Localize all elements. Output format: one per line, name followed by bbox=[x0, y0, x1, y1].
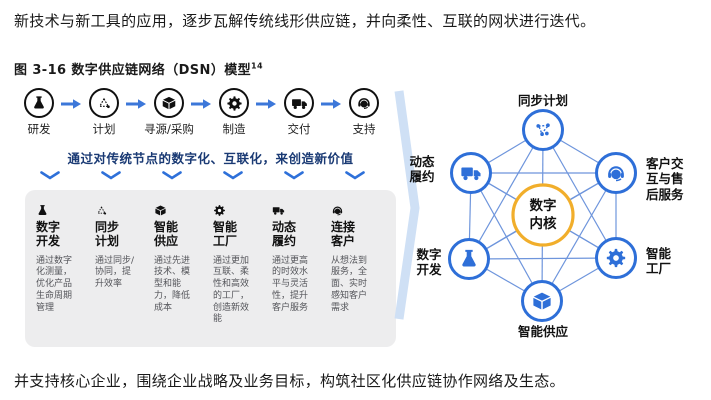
chevron-down-icon bbox=[284, 171, 304, 180]
capability-title: 智能 工厂 bbox=[213, 220, 238, 249]
chain-label: 交付 bbox=[287, 122, 311, 136]
figure-footnote-ref: 14 bbox=[251, 61, 263, 71]
chain-node-rnd bbox=[24, 88, 54, 118]
capability-sync-plan: 同步 计划 通过同步/协同，提升效率 bbox=[95, 202, 154, 339]
chain-headline: 通过对传统节点的数字化、互联化，来创造新价值 bbox=[67, 151, 354, 166]
network-label-smart-factory: 智能 工厂 bbox=[646, 246, 672, 277]
right-arrow-icon bbox=[126, 99, 146, 109]
footer-text: 并支持核心企业，围绕企业战略及业务目标，构筑社区化供应链协作网络及生态。 bbox=[14, 372, 565, 390]
right-arrow-icon bbox=[61, 99, 81, 109]
capability-desc: 通过同步/协同，提升效率 bbox=[95, 255, 135, 290]
capability-dynamic-fulfillment: 动态 履约 通过更高的时效水平与灵活性，提升客户服务 bbox=[272, 202, 331, 339]
capability-desc: 通过更加互联、柔性和高效的工厂，创造新效能 bbox=[213, 255, 250, 325]
chain-label: 寻源/采购 bbox=[144, 122, 194, 136]
network-label-dynamic-fulfillment: 动态 履约 bbox=[409, 154, 435, 185]
capability-smart-factory: 智能 工厂 通过更加互联、柔性和高效的工厂，创造新效能 bbox=[213, 202, 272, 339]
capability-smart-supply: 智能 供应 通过先进技术、模型和能力，降低成本 bbox=[154, 202, 213, 339]
gear-icon bbox=[607, 249, 625, 267]
chevron-down-icon bbox=[345, 171, 365, 180]
flask-icon bbox=[31, 95, 47, 111]
capability-title: 智能 供应 bbox=[154, 220, 179, 249]
network-core-label: 数字 内核 bbox=[529, 198, 557, 232]
intro-text: 新技术与新工具的应用，逐步瓦解传统线形供应链，并向柔性、互联的网状进行迭代。 bbox=[14, 12, 596, 30]
plan-icon bbox=[96, 95, 112, 111]
capability-title: 数字 开发 bbox=[36, 220, 61, 249]
figure-title: 数字供应链网络（DSN）模型 bbox=[66, 63, 252, 78]
network-graph bbox=[448, 109, 637, 322]
transition-arrow-icon bbox=[394, 90, 420, 320]
network-label-digital-dev: 数字 开发 bbox=[416, 247, 442, 278]
network-node-sync-plan bbox=[522, 109, 564, 151]
chain-label: 计划 bbox=[92, 122, 116, 136]
right-arrow-icon bbox=[256, 99, 276, 109]
right-arrow-icon bbox=[191, 99, 211, 109]
capability-digital-dev: 数字 开发 通过数字化测量，优化产品生命周期管理 bbox=[36, 202, 95, 339]
capability-desc: 通过数字化测量，优化产品生命周期管理 bbox=[36, 255, 73, 313]
network-label-sync-plan: 同步计划 bbox=[517, 93, 568, 108]
chain-node-delivery bbox=[284, 88, 314, 118]
figure-number: 图 3-16 bbox=[14, 63, 67, 78]
headset-icon bbox=[356, 95, 372, 111]
capability-desc: 通过先进技术、模型和能力，降低成本 bbox=[154, 255, 191, 313]
capabilities-panel: 数字 开发 通过数字化测量，优化产品生命周期管理 同步 计划 通过同步/协同，提… bbox=[25, 190, 396, 347]
plan-icon bbox=[95, 204, 108, 217]
chevron-down-icon bbox=[223, 171, 243, 180]
chevron-down-icon bbox=[101, 171, 121, 180]
chain-node-manufacturing bbox=[219, 88, 249, 118]
chain-node-plan bbox=[89, 88, 119, 118]
capability-title: 动态 履约 bbox=[272, 220, 297, 249]
chain-label: 制造 bbox=[222, 122, 246, 136]
capability-title: 连接 客户 bbox=[331, 220, 356, 249]
capability-desc: 通过更高的时效水平与灵活性，提升客户服务 bbox=[272, 255, 309, 313]
chain-label: 研发 bbox=[27, 122, 51, 136]
package-icon bbox=[161, 95, 177, 111]
truck-icon bbox=[291, 95, 308, 112]
network-core-circle bbox=[511, 183, 575, 247]
network-label-customer-service: 客户交 互与售 后服务 bbox=[646, 156, 684, 202]
network-label-smart-supply: 智能供应 bbox=[517, 324, 568, 339]
chain-label: 支持 bbox=[352, 122, 376, 136]
right-arrow-icon bbox=[321, 99, 341, 109]
chevron-down-icon bbox=[40, 171, 60, 180]
chain-node-sourcing bbox=[154, 88, 184, 118]
chain-node-support bbox=[349, 88, 379, 118]
capability-connected-customer: 连接 客户 从想法到服务，全面、实时感知客户需求 bbox=[331, 202, 390, 339]
network-node-smart-supply bbox=[521, 280, 563, 322]
truck-icon bbox=[272, 204, 285, 217]
package-icon bbox=[154, 204, 167, 217]
capability-desc: 从想法到服务，全面、实时感知客户需求 bbox=[331, 255, 368, 313]
headset-icon bbox=[331, 204, 344, 217]
figure-caption: 图 3-16 数字供应链网络（DSN）模型14 bbox=[14, 59, 263, 78]
gear-icon bbox=[213, 204, 226, 217]
gear-icon bbox=[226, 95, 243, 112]
flask-icon bbox=[36, 204, 49, 217]
chevron-down-icon bbox=[162, 171, 182, 180]
capability-title: 同步 计划 bbox=[95, 220, 120, 249]
dsn-network-diagram: 同步计划 客户交 互与售 后服务 智能 工厂 智能供应 数字 开发 动态 履约 … bbox=[398, 88, 711, 350]
